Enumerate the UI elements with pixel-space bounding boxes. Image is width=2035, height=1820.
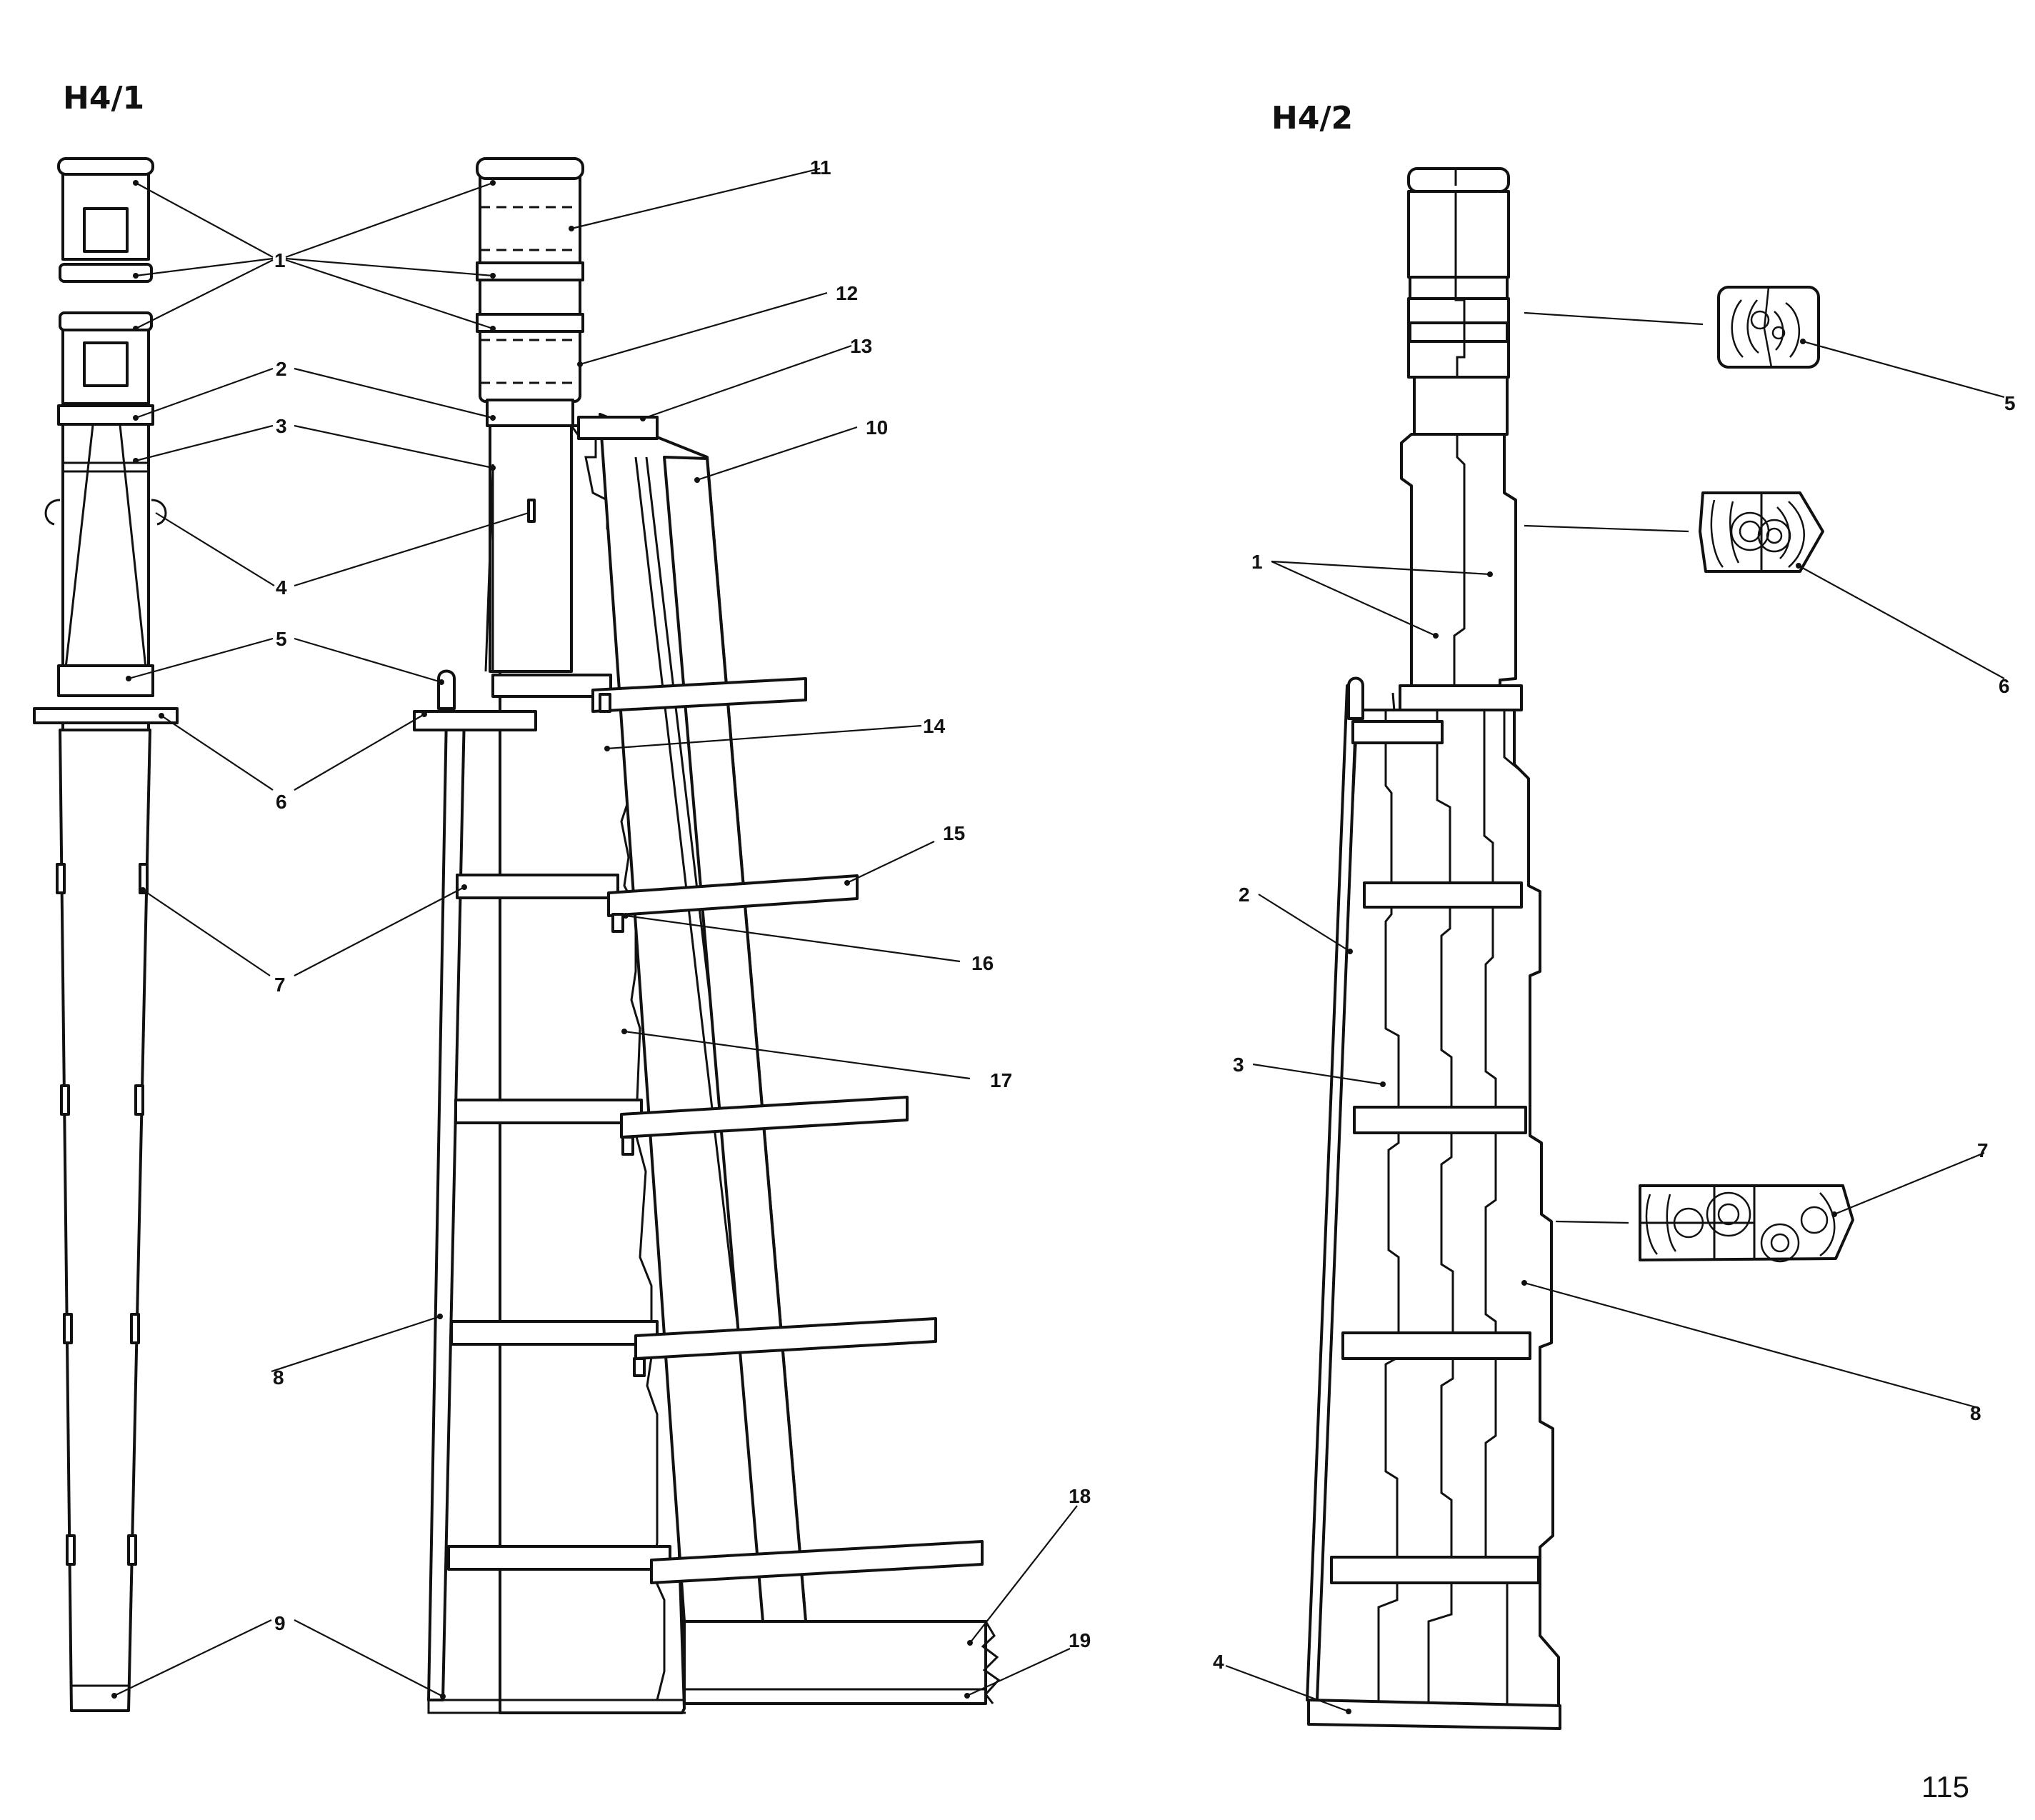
callout-5: 5 bbox=[276, 628, 287, 650]
hook-right bbox=[151, 499, 167, 526]
band-5 bbox=[57, 664, 154, 697]
callout-h4-2-6: 6 bbox=[1999, 675, 2010, 697]
side-hook bbox=[437, 669, 456, 710]
callout-h4-2-8: 8 bbox=[1970, 1402, 1981, 1424]
callout-6: 6 bbox=[276, 791, 287, 813]
built-up-mast-section bbox=[1306, 167, 1561, 1730]
callout-1: 1 bbox=[274, 249, 286, 271]
front-view-mast bbox=[33, 157, 179, 1712]
callout-h4-2-2: 2 bbox=[1239, 884, 1250, 906]
callout-h4-2-5: 5 bbox=[2004, 392, 2016, 414]
callout-h4-2-1: 1 bbox=[1251, 551, 1263, 573]
callouts-h4-1: 1 2 3 4 5 6 7 8 9 10 11 12 13 14 15 16 1… bbox=[273, 156, 1091, 1651]
callout-4: 4 bbox=[276, 576, 287, 599]
cross-section-5 bbox=[1717, 286, 1820, 369]
mast-heel bbox=[1307, 1699, 1561, 1730]
cap-band bbox=[57, 157, 154, 176]
callout-17: 17 bbox=[990, 1069, 1012, 1091]
callout-12: 12 bbox=[836, 282, 858, 304]
cap-13 bbox=[577, 416, 659, 440]
iron-band-upper bbox=[59, 263, 153, 283]
callout-9: 9 bbox=[274, 1612, 286, 1634]
iron-band-base bbox=[57, 404, 154, 426]
side-trestle bbox=[413, 710, 537, 731]
callout-3: 3 bbox=[276, 415, 287, 437]
figure-title-h4-2: H4/2 bbox=[1271, 100, 1353, 136]
masthead-window-upper bbox=[83, 207, 129, 253]
callout-h4-2-7: 7 bbox=[1977, 1139, 1989, 1161]
cross-section-6 bbox=[1699, 491, 1824, 573]
callout-18: 18 bbox=[1069, 1485, 1091, 1507]
callout-7: 7 bbox=[274, 974, 286, 996]
hook-left bbox=[44, 499, 61, 526]
masthead-window-lower bbox=[83, 341, 129, 387]
callout-10: 10 bbox=[866, 416, 888, 439]
side-upper-cheek bbox=[489, 424, 573, 673]
trestle-tree bbox=[33, 707, 179, 724]
callout-19: 19 bbox=[1069, 1629, 1091, 1651]
callout-8: 8 bbox=[273, 1366, 284, 1389]
mast-upper-body bbox=[1400, 433, 1517, 701]
page-number: 115 bbox=[1921, 1770, 1969, 1804]
side-view-mast bbox=[413, 157, 1001, 1714]
rib-right-1 bbox=[591, 677, 807, 713]
callouts-h4-2: 1 2 3 4 5 6 7 8 bbox=[1213, 392, 2016, 1673]
leader-lines-h4-1 bbox=[111, 167, 1078, 1699]
side-heel bbox=[683, 1620, 987, 1705]
callout-16: 16 bbox=[971, 952, 994, 974]
callout-h4-2-3: 3 bbox=[1233, 1054, 1244, 1076]
cross-section-7 bbox=[1639, 1184, 1854, 1263]
callout-15: 15 bbox=[943, 822, 965, 844]
callout-14: 14 bbox=[923, 715, 946, 737]
callout-13: 13 bbox=[850, 335, 872, 357]
leader-lines-h4-2 bbox=[1225, 311, 2005, 1714]
callout-2: 2 bbox=[276, 358, 287, 380]
callout-h4-2-4: 4 bbox=[1213, 1651, 1224, 1673]
callout-11: 11 bbox=[810, 156, 831, 179]
figure-title-h4-1: H4/1 bbox=[63, 80, 144, 116]
lower-mast-shaft bbox=[59, 729, 151, 1712]
